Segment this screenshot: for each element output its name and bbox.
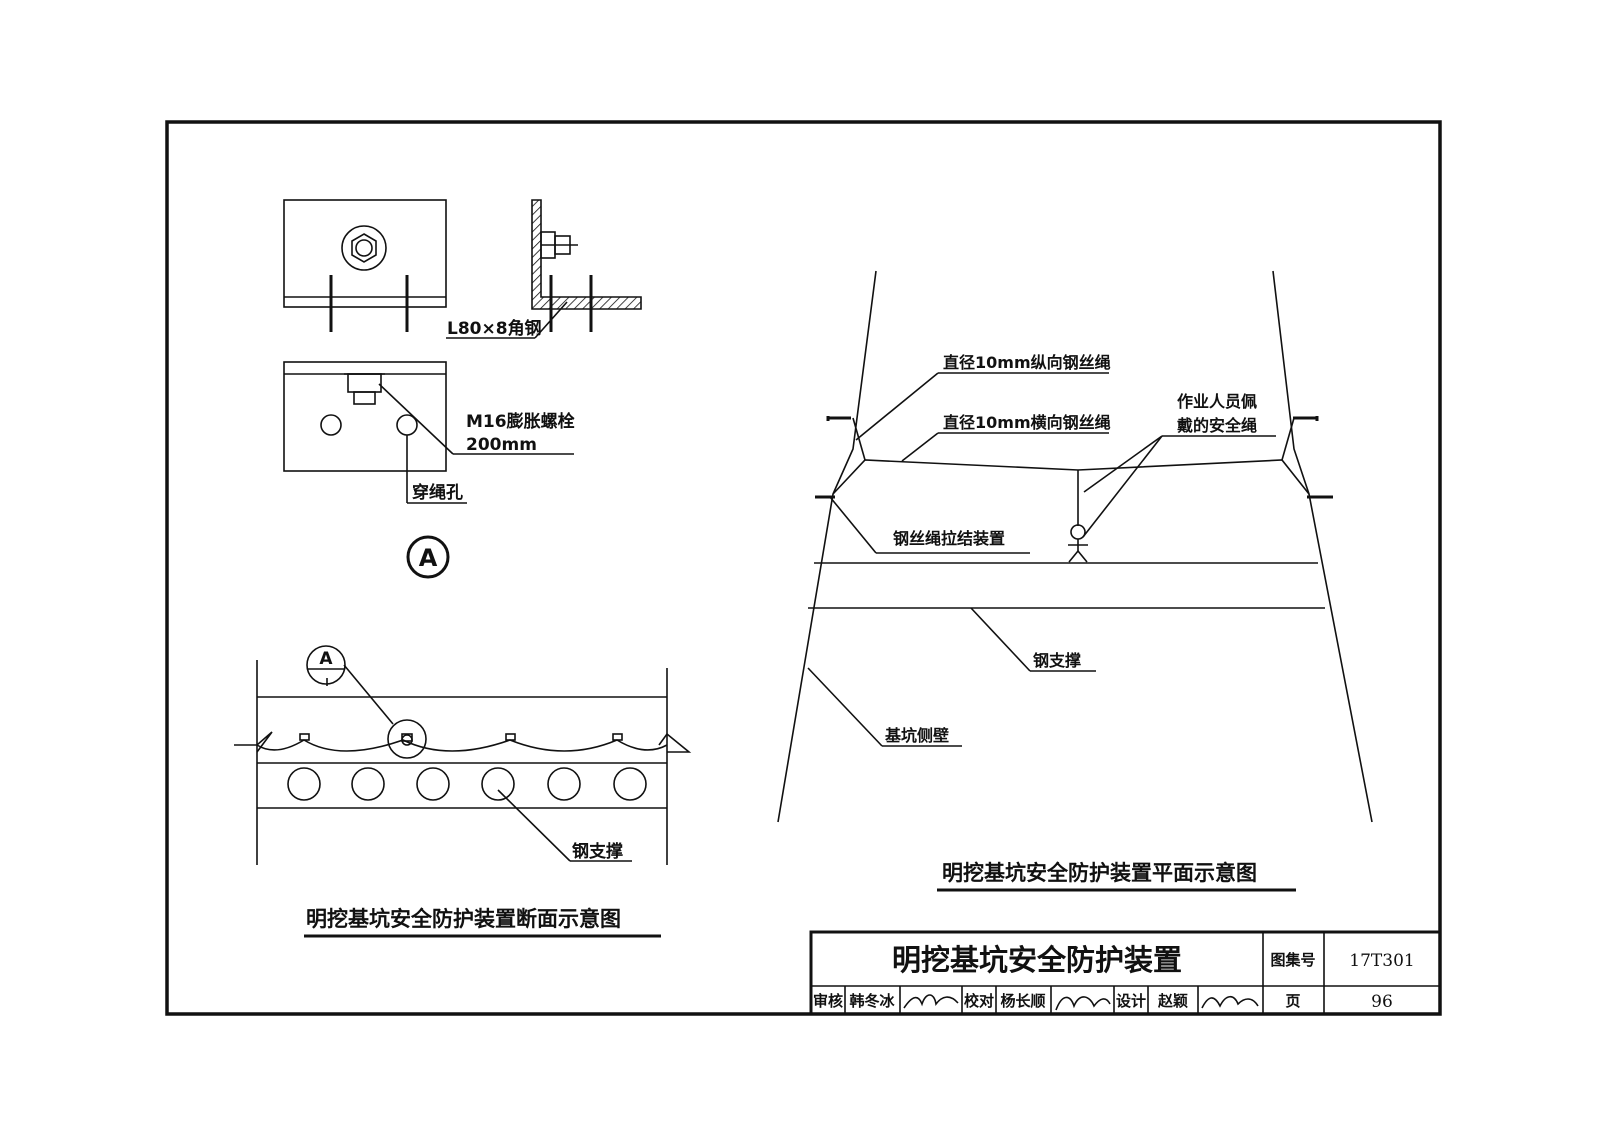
rope-hole-label: 穿绳孔 [412, 482, 463, 503]
safety-rope-label-line2: 戴的安全绳 [1177, 416, 1257, 435]
reviewer-signature [903, 994, 959, 1009]
pit-wall-right [1272, 270, 1373, 823]
checker-signature [1055, 996, 1111, 1011]
review-label: 审核 [813, 992, 843, 1010]
bolt-label: M16膨胀螺栓 [466, 411, 575, 432]
page-label: 页 [1285, 992, 1300, 1010]
detail-a: L80×8角钢 M16膨胀螺栓 200mm 穿绳孔 A [283, 199, 642, 579]
plan-view: 直径10mm纵向钢丝绳 直径10mm横向钢丝绳 作业人员佩 戴的安全绳 钢丝绳拉… [777, 270, 1373, 892]
plan-view-title: 明挖基坑安全防护装置平面示意图 [942, 861, 1257, 885]
section-view-title: 明挖基坑安全防护装置断面示意图 [306, 907, 621, 931]
angle-steel-plan-view [283, 361, 447, 472]
reviewer-name: 韩冬冰 [849, 992, 895, 1010]
tie-device-label: 钢丝绳拉结装置 [893, 529, 1005, 548]
page-no: 96 [1371, 992, 1393, 1012]
check-label: 校对 [964, 992, 994, 1010]
drawing-title: 明挖基坑安全防护装置 [892, 943, 1182, 977]
longitudinal-rope-label: 直径10mm纵向钢丝绳 [943, 353, 1111, 372]
section-steel-support-label: 钢支撑 [572, 841, 623, 862]
design-label: 设计 [1116, 992, 1146, 1010]
angle-steel-side-view [531, 199, 642, 332]
section-a-marker-text: A [319, 649, 333, 669]
transverse-rope-label: 直径10mm横向钢丝绳 [943, 413, 1111, 432]
section-view: A 钢支撑 明挖基坑安全防护装置断面示意图 [234, 645, 692, 938]
title-block: 明挖基坑安全防护装置 图集号 17T301 审核 韩冬冰 校对 杨长顺 设计 赵… [809, 930, 1442, 1016]
drawing-frame [165, 120, 1442, 1016]
designer-name: 赵颖 [1157, 992, 1188, 1010]
angle-steel-front-view [283, 199, 447, 332]
angle-steel-label: L80×8角钢 [447, 318, 542, 339]
checker-name: 杨长顺 [1000, 992, 1045, 1010]
pit-wall-left [777, 270, 877, 823]
pit-wall-label: 基坑侧壁 [884, 726, 949, 745]
safety-rope-label-line1: 作业人员佩 [1177, 392, 1257, 411]
atlas-no-label: 图集号 [1270, 951, 1315, 969]
detail-a-marker [406, 535, 450, 579]
detail-a-marker-text: A [419, 544, 438, 572]
bolt-length-label: 200mm [466, 435, 537, 455]
designer-signature [1201, 995, 1259, 1009]
plan-steel-support-label: 钢支撑 [1033, 651, 1081, 670]
atlas-no: 17T301 [1349, 951, 1414, 971]
